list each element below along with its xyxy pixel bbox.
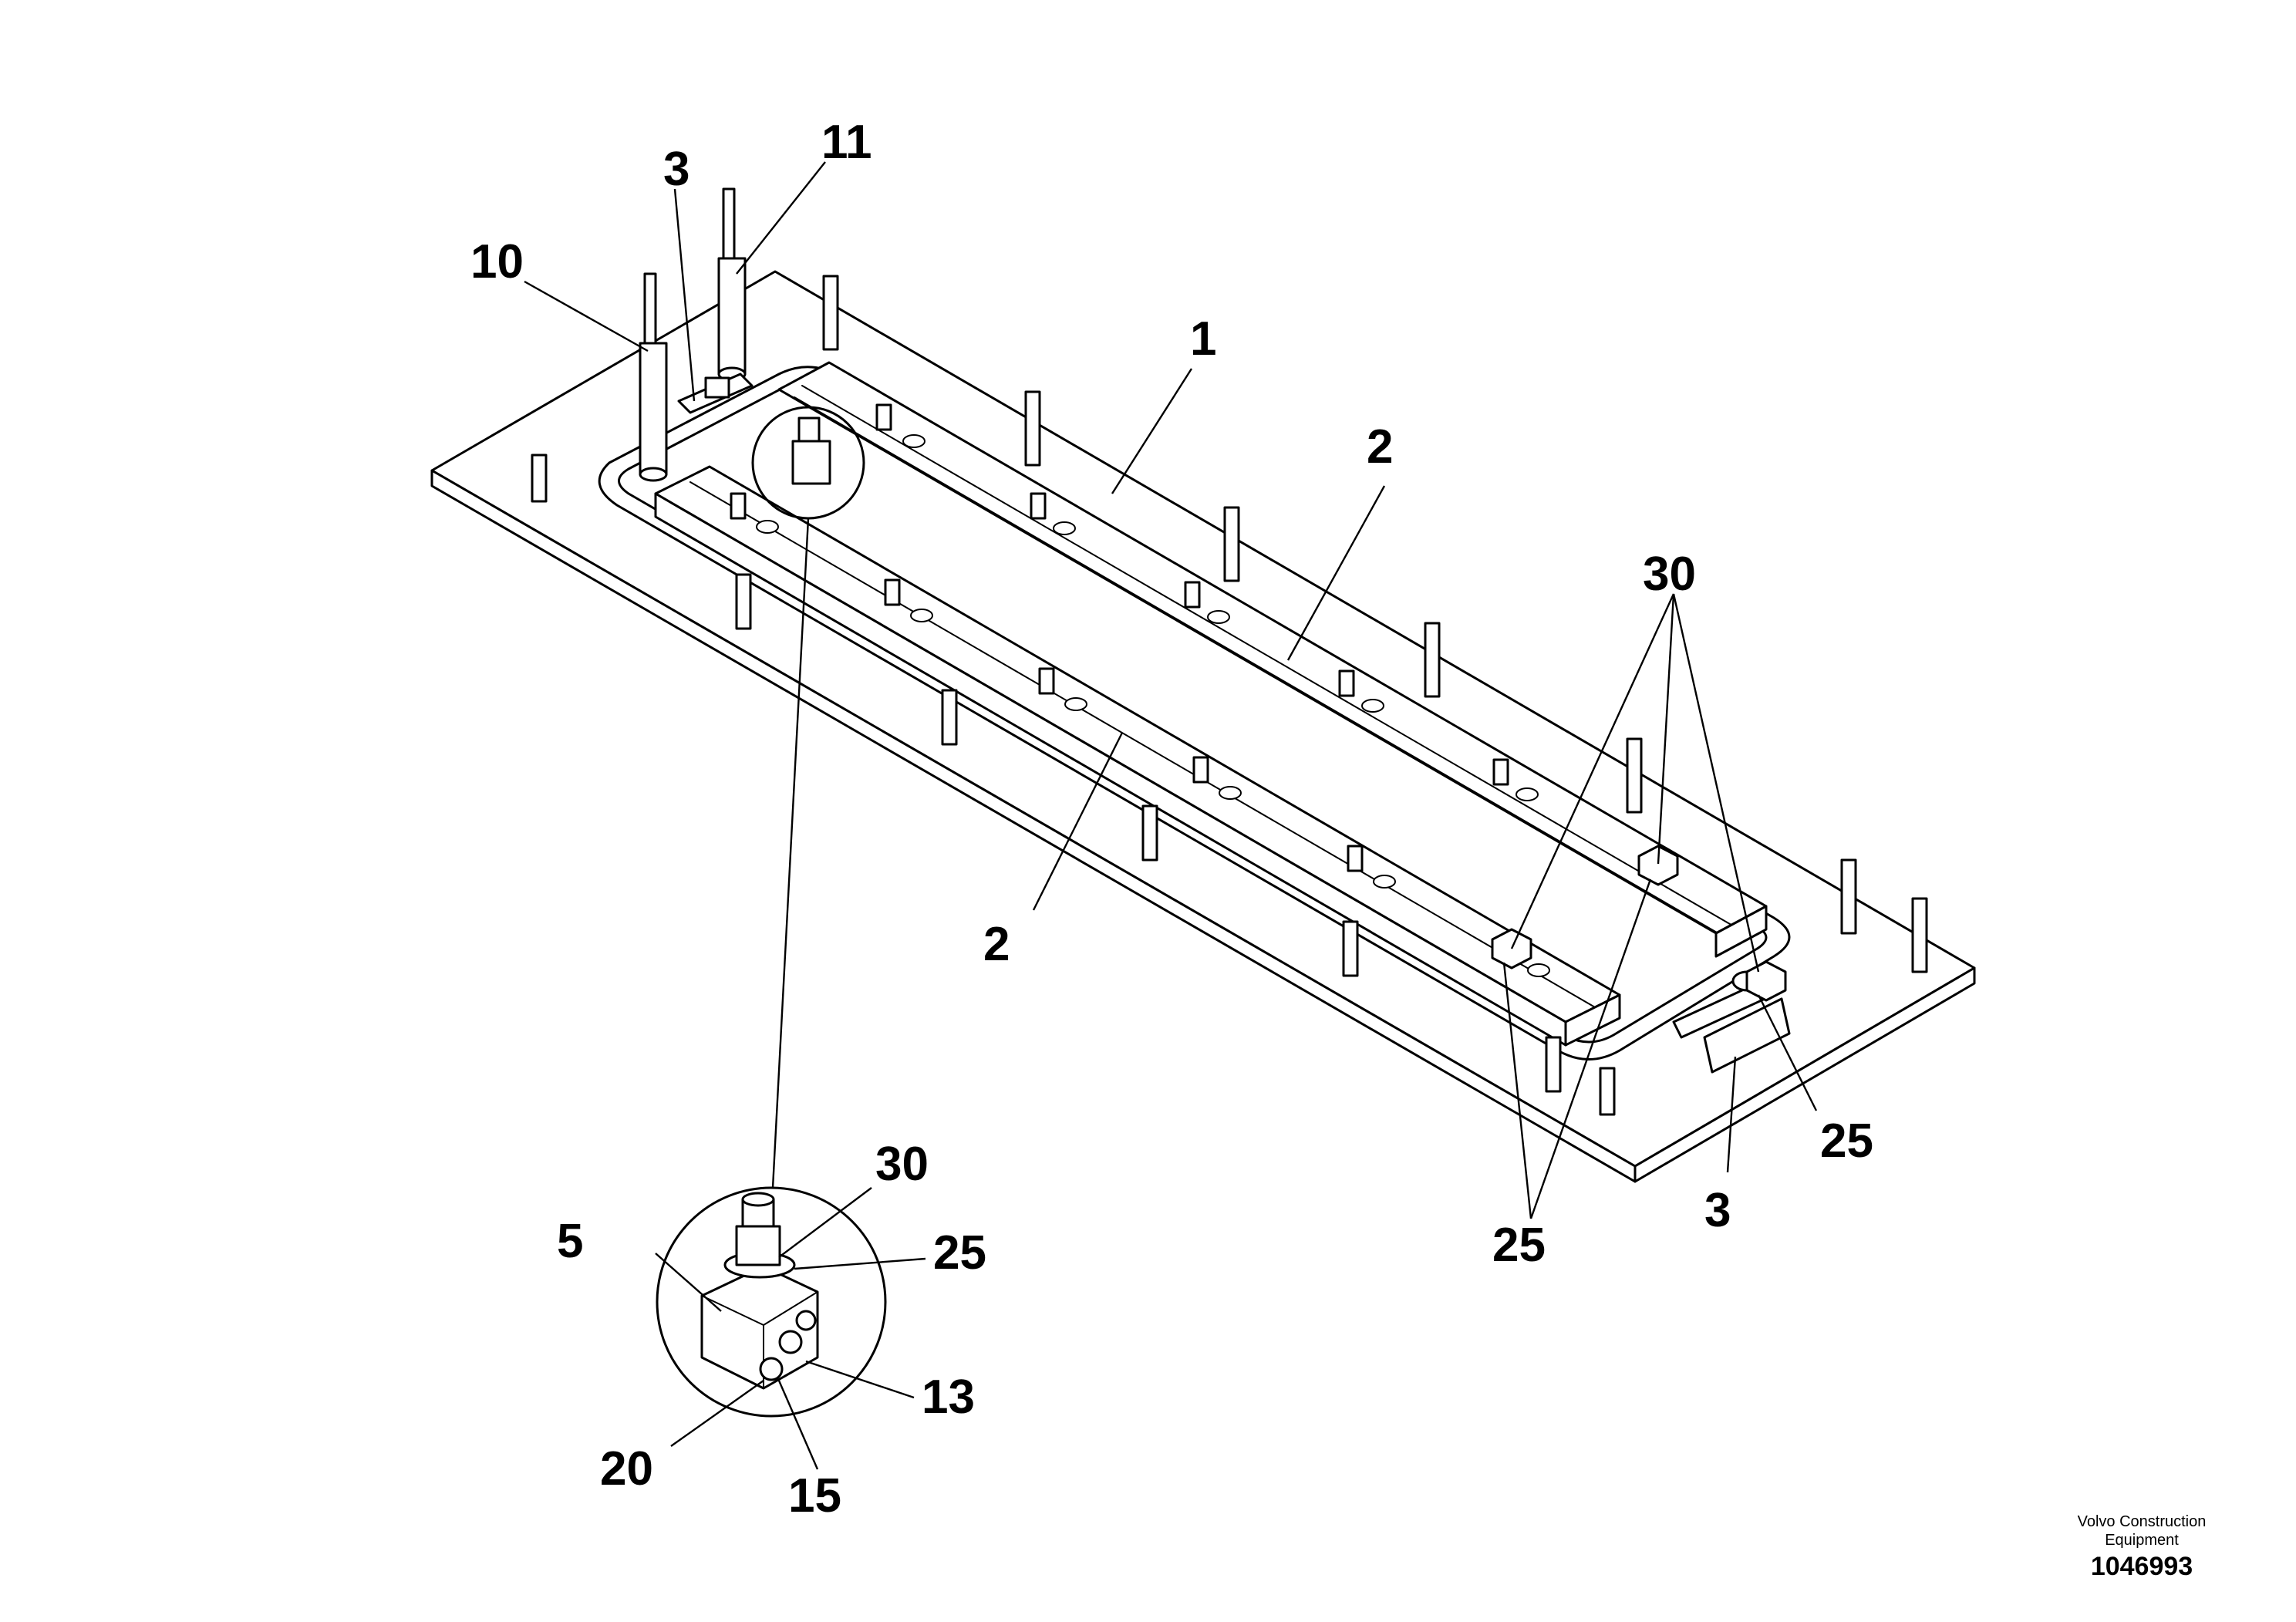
rail-holes xyxy=(756,434,1550,977)
leader-lines xyxy=(524,161,1818,1470)
valve-small xyxy=(791,416,831,485)
bracket-3-left xyxy=(677,373,754,414)
company-name-line1: Volvo Construction xyxy=(2077,1513,2207,1530)
callout-25-lower: 25 xyxy=(1492,1219,1546,1272)
callout-30-detail: 30 xyxy=(875,1138,929,1191)
callout-11: 11 xyxy=(821,116,872,169)
callout-15: 15 xyxy=(788,1469,841,1523)
rail-studs xyxy=(730,403,1509,872)
document-number: 1046993 xyxy=(2090,1552,2193,1581)
sensor-probe-11 xyxy=(717,187,747,382)
publisher-caption: Volvo Construction Equipment 1046993 xyxy=(2041,1512,2242,1583)
callout-3-right: 3 xyxy=(1704,1184,1731,1237)
company-name-line2: Equipment xyxy=(2105,1532,2179,1549)
callout-20: 20 xyxy=(600,1442,653,1496)
valve-detail-view xyxy=(656,518,887,1418)
callout-labels: 1 2 2 3 3 10 11 30 25 25 30 25 5 13 20 1… xyxy=(470,116,1873,1523)
callout-1: 1 xyxy=(1190,312,1216,366)
callout-2-upper: 2 xyxy=(1367,420,1393,474)
callout-2-lower: 2 xyxy=(983,918,1010,971)
callout-13: 13 xyxy=(922,1371,975,1424)
sensor-probe-10 xyxy=(639,272,668,482)
callout-25-detail: 25 xyxy=(933,1226,986,1280)
plate-studs xyxy=(531,275,1928,1116)
callout-30-upper: 30 xyxy=(1643,548,1696,601)
callout-5: 5 xyxy=(557,1215,583,1268)
callout-25-right: 25 xyxy=(1820,1114,1873,1168)
base-plate xyxy=(430,270,1976,1183)
callout-3-left: 3 xyxy=(663,143,689,196)
callout-10: 10 xyxy=(470,235,524,288)
